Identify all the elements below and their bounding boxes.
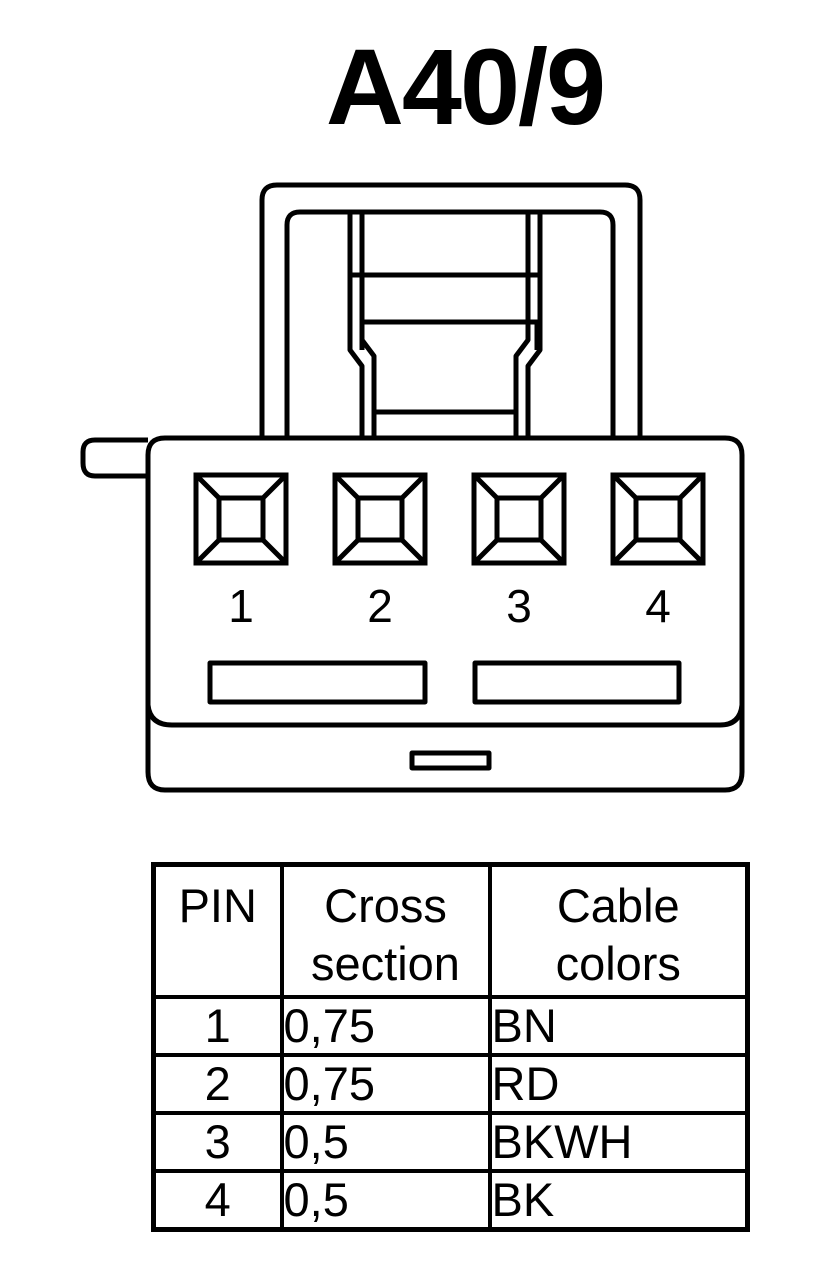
cell-pin: 3 bbox=[151, 1111, 284, 1173]
latch-tab bbox=[359, 319, 540, 350]
pin-label-3: 3 bbox=[506, 580, 532, 632]
latch-strut bbox=[347, 212, 543, 440]
side-ear bbox=[80, 437, 148, 479]
pin-terminal-3 bbox=[471, 472, 567, 566]
connector-title: A40/9 bbox=[325, 26, 606, 147]
header-cross-section: Cross section bbox=[279, 862, 492, 999]
table-row: 4 0,5 BK bbox=[151, 1169, 750, 1232]
header-cable-colors: Cable colors bbox=[487, 862, 750, 999]
pin-label-2: 2 bbox=[367, 580, 393, 632]
latch-inner bbox=[284, 209, 616, 440]
cell-pin: 4 bbox=[151, 1169, 284, 1232]
pin-table: PIN Cross section Cable colors 1 0,75 BN… bbox=[151, 862, 750, 1232]
key-slot bbox=[409, 750, 492, 771]
table-row: 2 0,75 RD bbox=[151, 1053, 750, 1115]
latch-strut-inner bbox=[359, 212, 531, 440]
pin-terminal-2 bbox=[332, 472, 428, 566]
cell-cross-section: 0,5 bbox=[279, 1111, 492, 1173]
slot-left bbox=[207, 660, 428, 705]
pin-terminal-4 bbox=[610, 472, 706, 566]
body-lower-ledge bbox=[145, 704, 745, 728]
pin-label-4: 4 bbox=[645, 580, 671, 632]
slot-right bbox=[472, 660, 682, 705]
connector-drawing: 1 2 3 4 bbox=[80, 182, 745, 793]
connector-body bbox=[145, 435, 745, 793]
cell-cross-section: 0,75 bbox=[279, 995, 492, 1057]
cell-cable-color: BN bbox=[487, 995, 750, 1057]
table-row: 1 0,75 BN bbox=[151, 995, 750, 1057]
cell-cable-color: BKWH bbox=[487, 1111, 750, 1173]
header-pin: PIN bbox=[151, 862, 284, 999]
cell-pin: 2 bbox=[151, 1053, 284, 1115]
pin-label-1: 1 bbox=[228, 580, 254, 632]
cell-cable-color: RD bbox=[487, 1053, 750, 1115]
table-row: 3 0,5 BKWH bbox=[151, 1111, 750, 1173]
cell-cross-section: 0,5 bbox=[279, 1169, 492, 1232]
cell-cable-color: BK bbox=[487, 1169, 750, 1232]
pin-terminal-1 bbox=[193, 472, 289, 566]
cell-pin: 1 bbox=[151, 995, 284, 1057]
table-header-row: PIN Cross section Cable colors bbox=[151, 862, 750, 999]
cell-cross-section: 0,75 bbox=[279, 1053, 492, 1115]
latch-outer bbox=[259, 182, 643, 440]
